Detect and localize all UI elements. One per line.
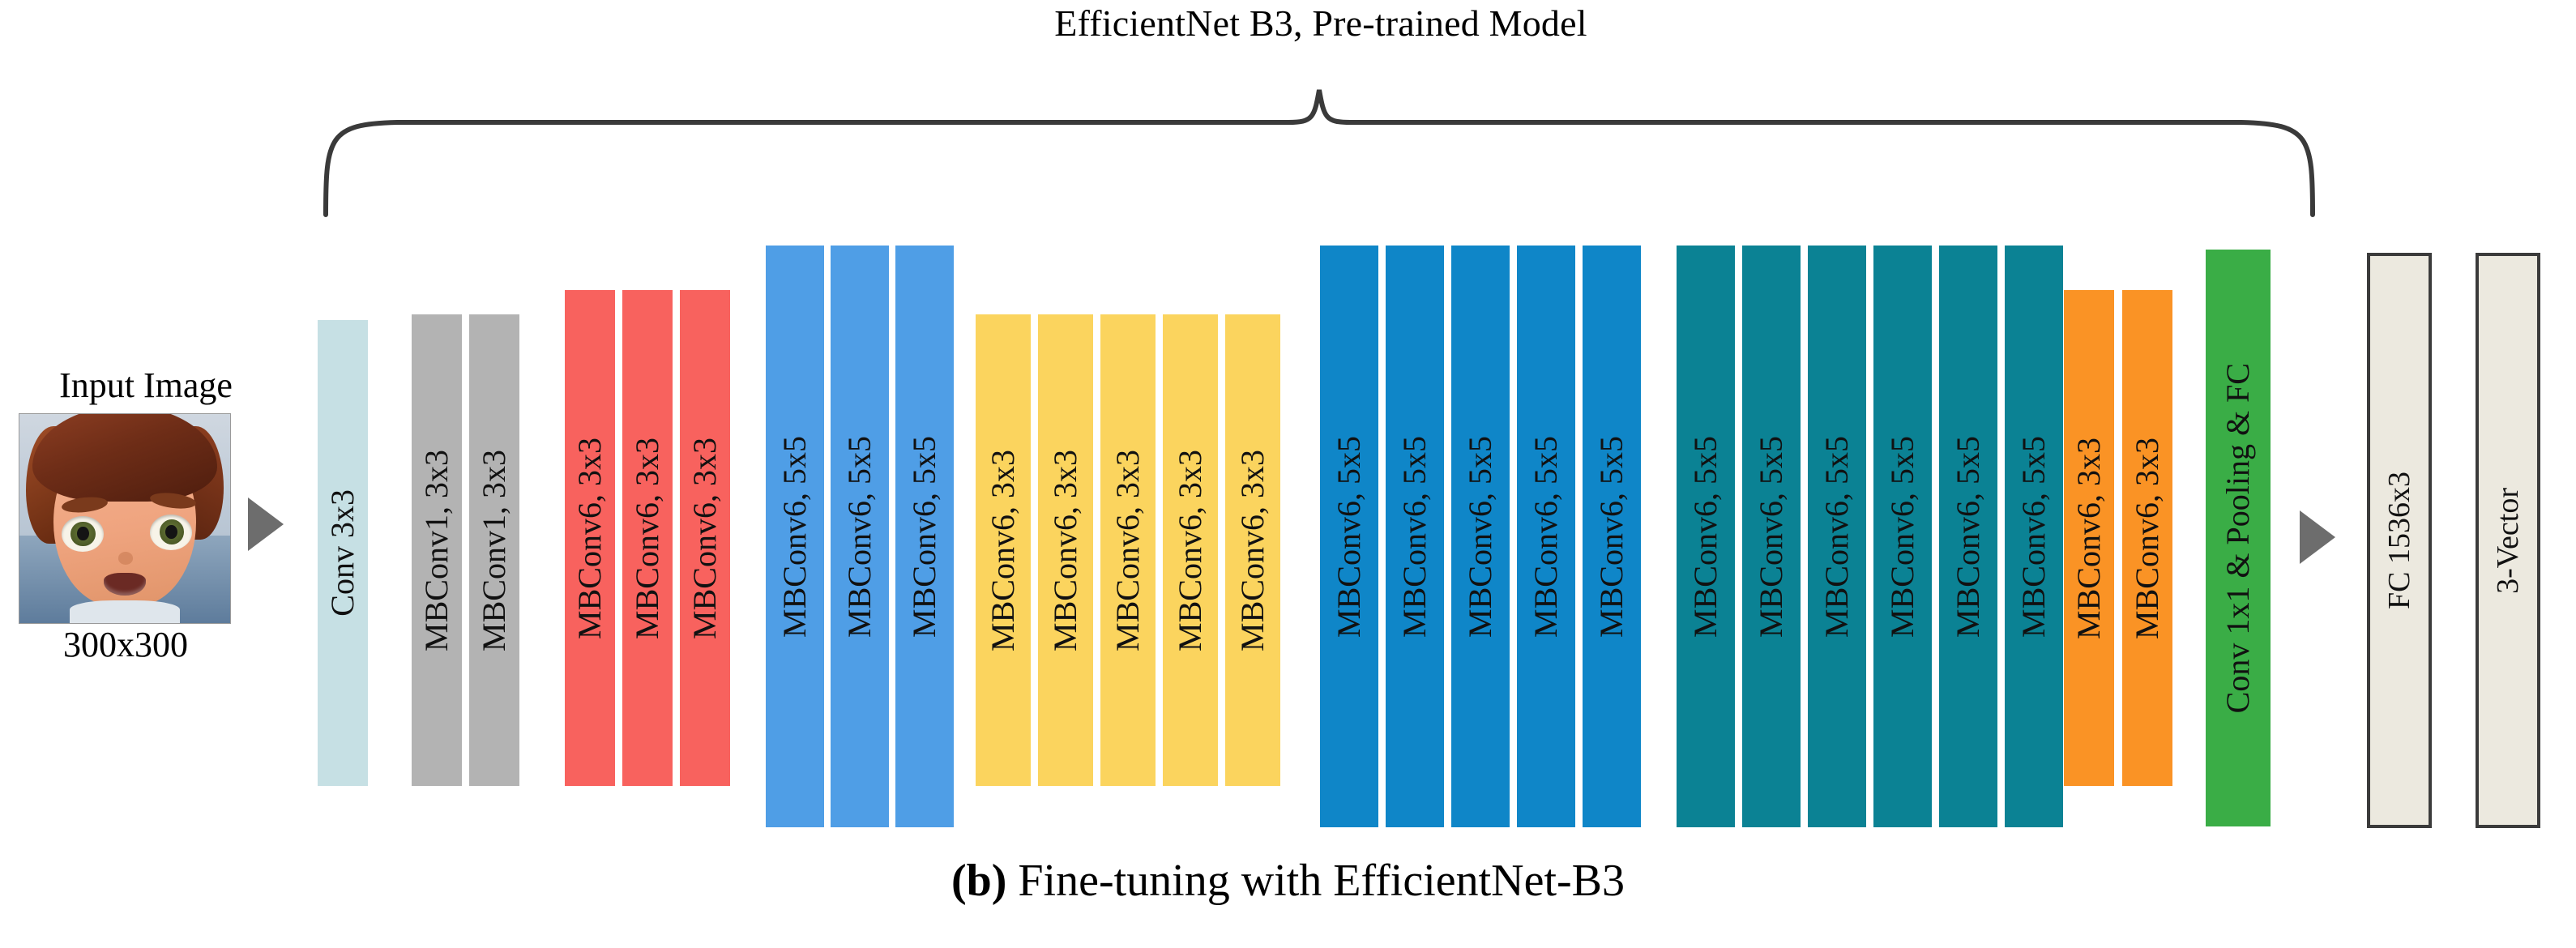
figure-caption: (b) Fine-tuning with EfficientNet-B3 bbox=[0, 855, 2576, 907]
layer-block: MBConv6, 5x5 bbox=[1386, 246, 1444, 827]
layer-block-label: MBConv6, 3x3 bbox=[1172, 449, 1208, 651]
layer-block-label: MBConv6, 3x3 bbox=[1234, 449, 1271, 651]
layer-block-label: MBConv6, 3x3 bbox=[1047, 449, 1083, 651]
layer-block: MBConv6, 5x5 bbox=[1451, 246, 1510, 827]
layer-block: MBConv6, 5x5 bbox=[766, 246, 824, 827]
layer-block: MBConv6, 5x5 bbox=[831, 246, 889, 827]
input-image-thumbnail bbox=[19, 413, 231, 624]
layer-block-label: MBConv6, 5x5 bbox=[2015, 435, 2052, 638]
layer-block-label: MBConv6, 3x3 bbox=[571, 437, 608, 639]
layer-block: MBConv6, 3x3 bbox=[2122, 290, 2172, 786]
layer-block-label: MBConv6, 5x5 bbox=[776, 435, 813, 638]
layer-block: MBConv6, 3x3 bbox=[565, 290, 615, 786]
layer-block: MBConv6, 3x3 bbox=[622, 290, 673, 786]
caption-text: Fine-tuning with EfficientNet-B3 bbox=[1006, 856, 1625, 906]
layer-block: MBConv6, 5x5 bbox=[1939, 246, 1997, 827]
layer-block: MBConv6, 5x5 bbox=[1677, 246, 1735, 827]
layer-block-label: MBConv6, 3x3 bbox=[686, 437, 723, 639]
layer-block-label: MBConv6, 3x3 bbox=[629, 437, 665, 639]
layer-block: MBConv6, 3x3 bbox=[680, 290, 730, 786]
arrow-backbone-to-head-icon bbox=[2300, 510, 2335, 564]
layer-block-label: MBConv6, 5x5 bbox=[1818, 435, 1855, 638]
backbone-brace bbox=[323, 89, 2315, 217]
backbone-title: EfficientNet B3, Pre-trained Model bbox=[1054, 2, 1587, 44]
layer-block: MBConv6, 3x3 bbox=[1038, 314, 1093, 786]
layer-block-label: MBConv6, 3x3 bbox=[2070, 437, 2107, 639]
layer-block: MBConv6, 3x3 bbox=[976, 314, 1031, 786]
layer-block: MBConv6, 3x3 bbox=[2064, 290, 2114, 786]
input-image-size: 300x300 bbox=[63, 625, 188, 664]
layer-block-label: MBConv6, 5x5 bbox=[841, 435, 878, 638]
layer-block-label: MBConv6, 3x3 bbox=[985, 449, 1021, 651]
layer-block-label: MBConv6, 3x3 bbox=[2129, 437, 2165, 639]
layer-block: FC 1536x3 bbox=[2367, 253, 2432, 828]
layer-block-label: Conv 3x3 bbox=[324, 489, 361, 617]
caption-letter: (b) bbox=[951, 856, 1007, 906]
layer-block: MBConv6, 5x5 bbox=[1873, 246, 1932, 827]
layer-block-label: MBConv6, 5x5 bbox=[1462, 435, 1498, 638]
layer-block-label: Conv 1x1 & Pooling & FC bbox=[2219, 362, 2256, 714]
layer-block: MBConv6, 5x5 bbox=[1517, 246, 1575, 827]
layer-block: MBConv6, 5x5 bbox=[1808, 246, 1866, 827]
layer-block: MBConv6, 3x3 bbox=[1100, 314, 1156, 786]
layer-block: Conv 1x1 & Pooling & FC bbox=[2206, 250, 2271, 826]
input-image-label: Input Image bbox=[59, 365, 233, 405]
layer-block-label: MBConv6, 5x5 bbox=[1331, 435, 1367, 638]
layer-block: Conv 3x3 bbox=[318, 320, 368, 786]
layer-block: MBConv6, 5x5 bbox=[1583, 246, 1641, 827]
layer-block: MBConv6, 5x5 bbox=[895, 246, 954, 827]
layer-block-label: 3-Vector bbox=[2491, 487, 2525, 594]
layer-block-label: MBConv6, 5x5 bbox=[1753, 435, 1789, 638]
layer-block-label: MBConv6, 5x5 bbox=[1950, 435, 1986, 638]
layer-block: 3-Vector bbox=[2476, 253, 2540, 828]
layer-block-label: MBConv6, 5x5 bbox=[1396, 435, 1433, 638]
layer-block: MBConv1, 3x3 bbox=[412, 314, 462, 786]
layer-block-label: MBConv6, 5x5 bbox=[1527, 435, 1564, 638]
layer-block-label: MBConv6, 5x5 bbox=[1593, 435, 1630, 638]
layer-block: MBConv6, 5x5 bbox=[2005, 246, 2063, 827]
layer-block: MBConv6, 3x3 bbox=[1225, 314, 1280, 786]
layer-block-label: MBConv6, 5x5 bbox=[906, 435, 942, 638]
layer-block-label: MBConv6, 5x5 bbox=[1884, 435, 1920, 638]
layer-block: MBConv6, 5x5 bbox=[1320, 246, 1378, 827]
layer-block-label: MBConv6, 3x3 bbox=[1109, 449, 1146, 651]
layer-block-label: FC 1536x3 bbox=[2382, 472, 2416, 609]
layer-block: MBConv6, 5x5 bbox=[1742, 246, 1801, 827]
layer-block-label: MBConv6, 5x5 bbox=[1687, 435, 1724, 638]
layer-block-label: MBConv1, 3x3 bbox=[476, 449, 512, 651]
layer-block: MBConv6, 3x3 bbox=[1163, 314, 1218, 786]
layer-block-label: MBConv1, 3x3 bbox=[418, 449, 455, 651]
arrow-input-to-backbone-icon bbox=[248, 497, 284, 551]
layer-block: MBConv1, 3x3 bbox=[469, 314, 519, 786]
